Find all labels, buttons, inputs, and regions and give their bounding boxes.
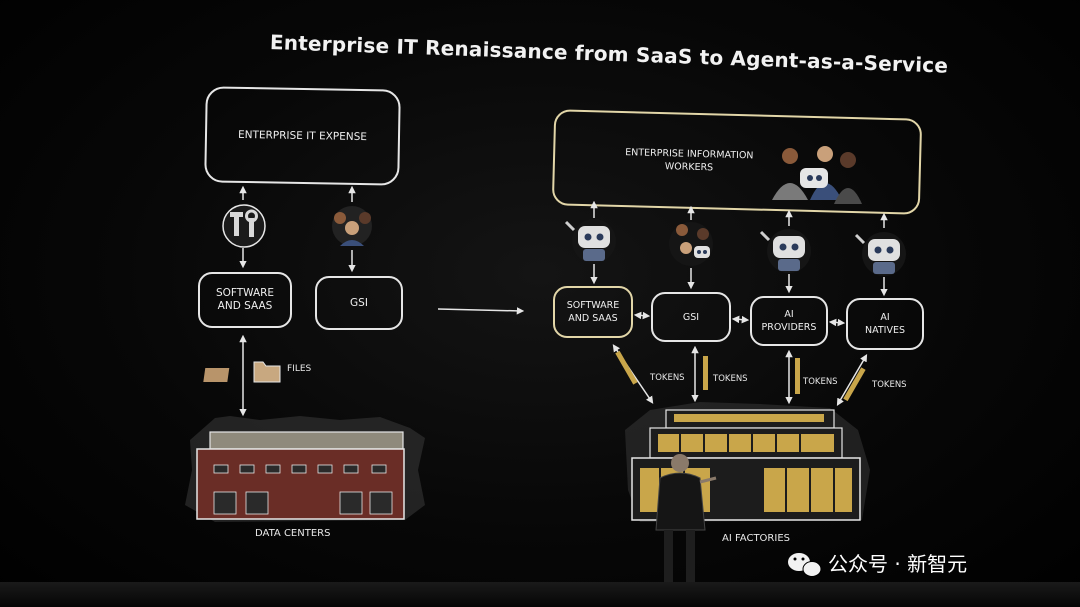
left-gsi-label: GSI — [350, 296, 368, 309]
stage-floor — [0, 582, 1080, 607]
people-icon-left — [332, 206, 372, 246]
ai-providers-label: AI PROVIDERS — [761, 309, 817, 333]
arrow-natives-factory — [836, 354, 868, 406]
left-gsi-box: GSI — [315, 276, 403, 330]
left-software-saas-label: SOFTWARE AND SAAS — [215, 287, 275, 312]
tokens-label-4: TOKENS — [872, 380, 907, 390]
tokens-label-1: TOKENS — [650, 373, 685, 383]
folder-icon — [203, 361, 281, 383]
right-gsi-label: GSI — [682, 311, 700, 323]
tokens-label-2: TOKENS — [713, 374, 748, 384]
right-gsi-box: GSI — [651, 292, 731, 342]
arrow-left-to-right — [437, 307, 525, 315]
arrow-gsi-providers — [731, 315, 750, 324]
tools-icon — [222, 204, 266, 248]
right-software-saas-label: SOFTWARE AND SAAS — [566, 300, 620, 324]
right-arrows — [590, 200, 888, 406]
watermark-text: 公众号 · 新智元 — [828, 548, 967, 577]
tokens-label-3: TOKENS — [803, 377, 838, 387]
ai-providers-box: AI PROVIDERS — [750, 296, 828, 346]
data-center-building — [185, 416, 425, 522]
ai-factories-label: AI FACTORIES — [722, 533, 790, 544]
robot-icon-1 — [564, 219, 616, 263]
files-label: FILES — [287, 364, 312, 374]
presenter-figure — [655, 454, 717, 582]
robot-icon-3 — [759, 229, 811, 273]
right-software-saas-box: SOFTWARE AND SAAS — [553, 286, 633, 338]
robot-icon-4 — [854, 232, 906, 276]
left-software-saas-box: SOFTWARE AND SAAS — [198, 272, 292, 328]
data-centers-label: DATA CENTERS — [255, 528, 331, 539]
arrow-software-gsi — [633, 311, 651, 320]
watermark-label: 公众号 · 新智元 — [828, 552, 968, 576]
ai-natives-label: AI NATIVES — [864, 312, 905, 336]
arrow-providers-natives — [828, 318, 846, 327]
ai-natives-box: AI NATIVES — [846, 298, 924, 350]
workers-group-icon — [772, 146, 862, 204]
people-icon-right — [669, 222, 713, 266]
left-arrows — [239, 185, 525, 417]
wechat-icon — [788, 553, 822, 577]
token-stacks-icon — [615, 350, 866, 402]
